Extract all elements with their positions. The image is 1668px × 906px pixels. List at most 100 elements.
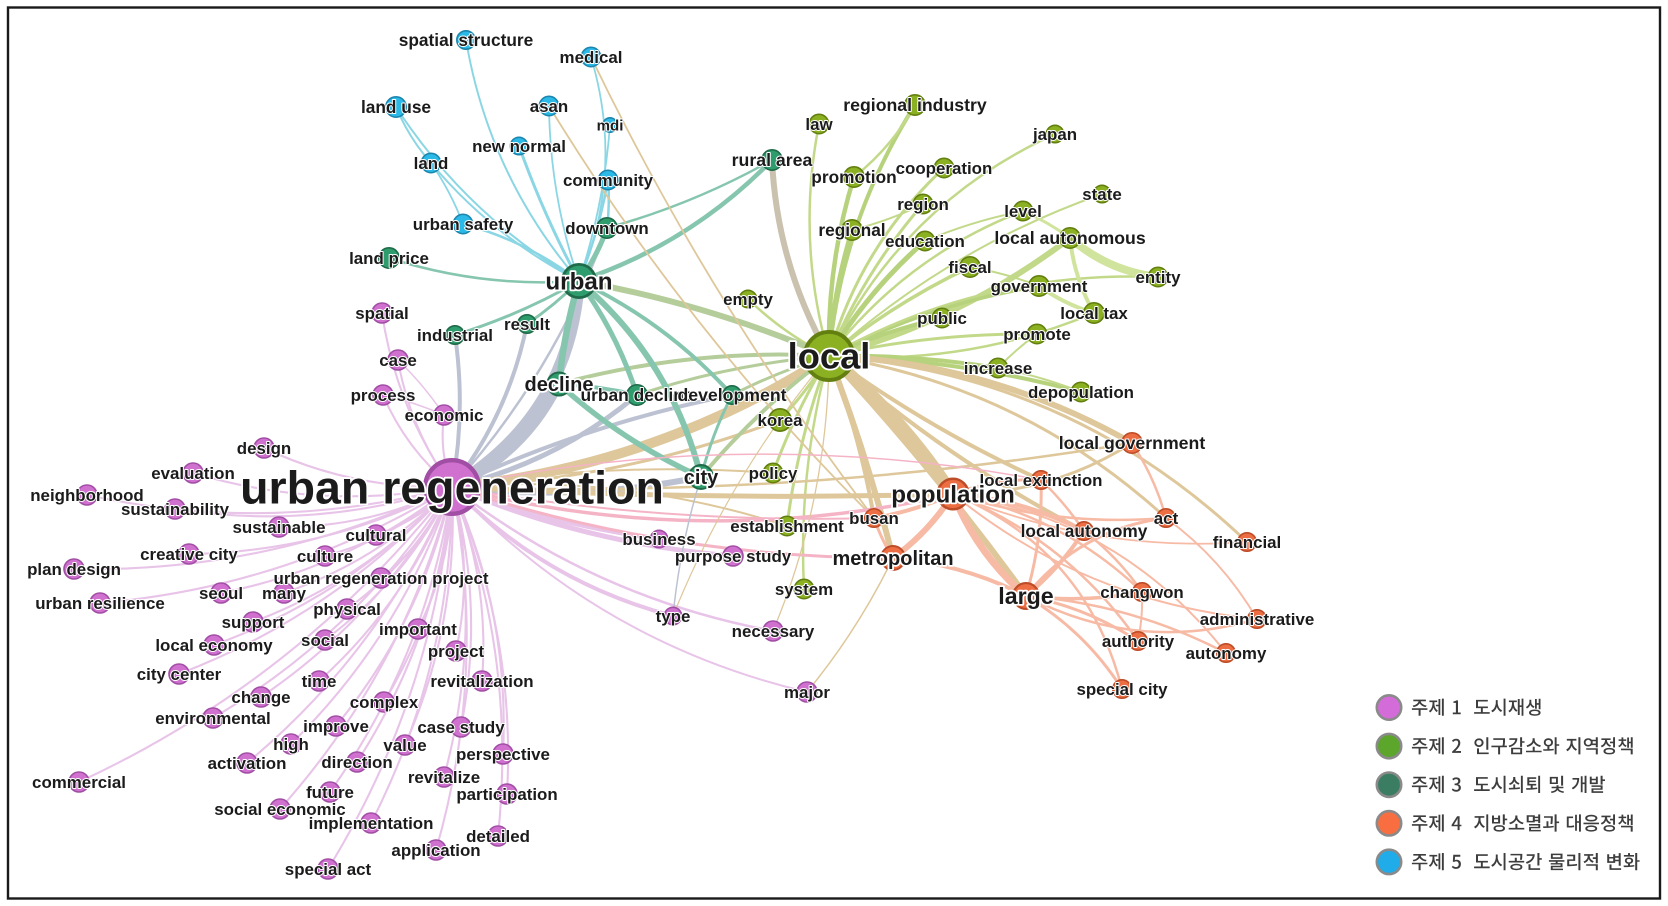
svg-text:physical: physical	[313, 600, 381, 619]
svg-text:environmental: environmental	[155, 709, 270, 728]
svg-text:promote: promote	[1003, 325, 1071, 344]
svg-text:state: state	[1082, 185, 1121, 204]
svg-text:financial: financial	[1213, 533, 1282, 552]
svg-text:direction: direction	[321, 753, 392, 772]
svg-text:local extinction: local extinction	[980, 471, 1103, 490]
svg-text:economic: economic	[405, 406, 484, 425]
svg-text:local autonomous: local autonomous	[994, 228, 1146, 248]
svg-text:complex: complex	[350, 693, 419, 712]
svg-text:decline: decline	[525, 374, 594, 396]
svg-text:entity: entity	[1135, 268, 1181, 287]
svg-text:special act: special act	[285, 860, 372, 879]
svg-text:city center: city center	[137, 665, 222, 684]
svg-text:neighborhood: neighborhood	[30, 486, 144, 505]
svg-text:spatial: spatial	[355, 304, 409, 323]
svg-text:region: region	[897, 195, 949, 214]
svg-text:creative city: creative city	[140, 545, 238, 564]
svg-text:land: land	[414, 154, 449, 173]
svg-text:detailed: detailed	[466, 827, 530, 846]
svg-text:seoul: seoul	[199, 584, 243, 603]
svg-text:regional: regional	[818, 220, 885, 240]
svg-text:policy: policy	[749, 464, 798, 483]
svg-text:time: time	[302, 672, 337, 691]
svg-text:industrial: industrial	[417, 326, 493, 345]
svg-text:development: development	[677, 385, 786, 405]
svg-text:result: result	[504, 315, 550, 334]
svg-text:korea: korea	[757, 411, 803, 430]
svg-text:sustainable: sustainable	[233, 518, 326, 537]
svg-text:local: local	[788, 336, 871, 377]
svg-text:design: design	[237, 439, 291, 458]
svg-text:activation: activation	[208, 754, 287, 773]
svg-text:urban regeneration project: urban regeneration project	[274, 569, 489, 588]
svg-text:population: population	[891, 482, 1015, 509]
svg-text:changwon: changwon	[1100, 583, 1184, 602]
svg-text:medical: medical	[560, 48, 623, 67]
svg-text:fiscal: fiscal	[948, 258, 991, 277]
svg-text:participation: participation	[456, 785, 557, 804]
svg-text:depopulation: depopulation	[1028, 383, 1134, 402]
svg-text:increase: increase	[964, 359, 1033, 378]
svg-text:downtown: downtown	[565, 219, 649, 238]
svg-text:regional industry: regional industry	[843, 95, 987, 115]
svg-text:metropolitan: metropolitan	[832, 548, 953, 570]
svg-text:mdi: mdi	[597, 117, 624, 134]
svg-text:promotion: promotion	[811, 167, 896, 187]
svg-text:perspective: perspective	[456, 745, 550, 764]
svg-text:change: change	[231, 688, 290, 707]
svg-text:commercial: commercial	[32, 773, 126, 792]
svg-text:cooperation: cooperation	[896, 159, 993, 178]
svg-text:value: value	[383, 736, 426, 755]
svg-text:business: business	[622, 530, 695, 549]
svg-text:sustainability: sustainability	[121, 500, 230, 519]
svg-text:establishment: establishment	[730, 517, 844, 536]
svg-text:community: community	[563, 171, 654, 190]
svg-text:autonomy: autonomy	[1186, 644, 1267, 663]
svg-text:japan: japan	[1032, 125, 1077, 144]
svg-text:urban regeneration: urban regeneration	[240, 461, 664, 513]
svg-text:administrative: administrative	[1200, 610, 1315, 629]
svg-text:project: project	[428, 642, 485, 661]
svg-text:revitalize: revitalize	[408, 768, 480, 787]
svg-text:plan design: plan design	[27, 560, 121, 579]
svg-text:urban decline: urban decline	[580, 385, 693, 405]
svg-text:local economy: local economy	[155, 636, 273, 655]
svg-text:social: social	[301, 631, 349, 650]
svg-text:case study: case study	[417, 718, 505, 737]
svg-text:large: large	[998, 583, 1054, 609]
svg-text:empty: empty	[723, 290, 773, 309]
svg-text:busan: busan	[849, 509, 899, 528]
svg-text:culture: culture	[297, 547, 353, 566]
svg-text:type: type	[656, 607, 691, 626]
svg-text:future: future	[306, 783, 354, 802]
svg-text:level: level	[1004, 202, 1042, 221]
svg-text:spatial structure: spatial structure	[399, 30, 534, 50]
svg-text:local government: local government	[1059, 433, 1206, 453]
svg-text:rural area: rural area	[732, 150, 813, 170]
svg-text:asan: asan	[530, 97, 569, 116]
svg-text:social economic: social economic	[214, 800, 345, 819]
svg-text:urban: urban	[545, 269, 612, 296]
svg-text:revitalization: revitalization	[430, 672, 533, 691]
svg-text:city: city	[684, 467, 719, 489]
svg-text:act: act	[1154, 509, 1179, 528]
svg-text:major: major	[784, 683, 830, 702]
svg-text:case: case	[379, 351, 417, 370]
svg-text:authority: authority	[1102, 632, 1175, 651]
svg-text:new normal: new normal	[472, 137, 566, 156]
svg-text:local tax: local tax	[1060, 304, 1128, 323]
svg-text:government: government	[991, 277, 1088, 296]
svg-text:urban resilience: urban resilience	[35, 594, 165, 613]
svg-text:system: system	[775, 580, 833, 599]
svg-text:necessary: necessary	[732, 622, 815, 641]
svg-text:land price: land price	[349, 249, 429, 268]
svg-text:high: high	[273, 735, 309, 754]
svg-text:urban safety: urban safety	[413, 215, 514, 234]
svg-text:local autonomy: local autonomy	[1021, 521, 1148, 541]
svg-text:support: support	[222, 613, 285, 632]
svg-text:process: process	[351, 386, 416, 405]
svg-text:cultural: cultural	[345, 526, 406, 545]
svg-text:many: many	[262, 584, 307, 603]
svg-text:implementation: implementation	[309, 814, 434, 833]
svg-text:public: public	[917, 309, 967, 328]
